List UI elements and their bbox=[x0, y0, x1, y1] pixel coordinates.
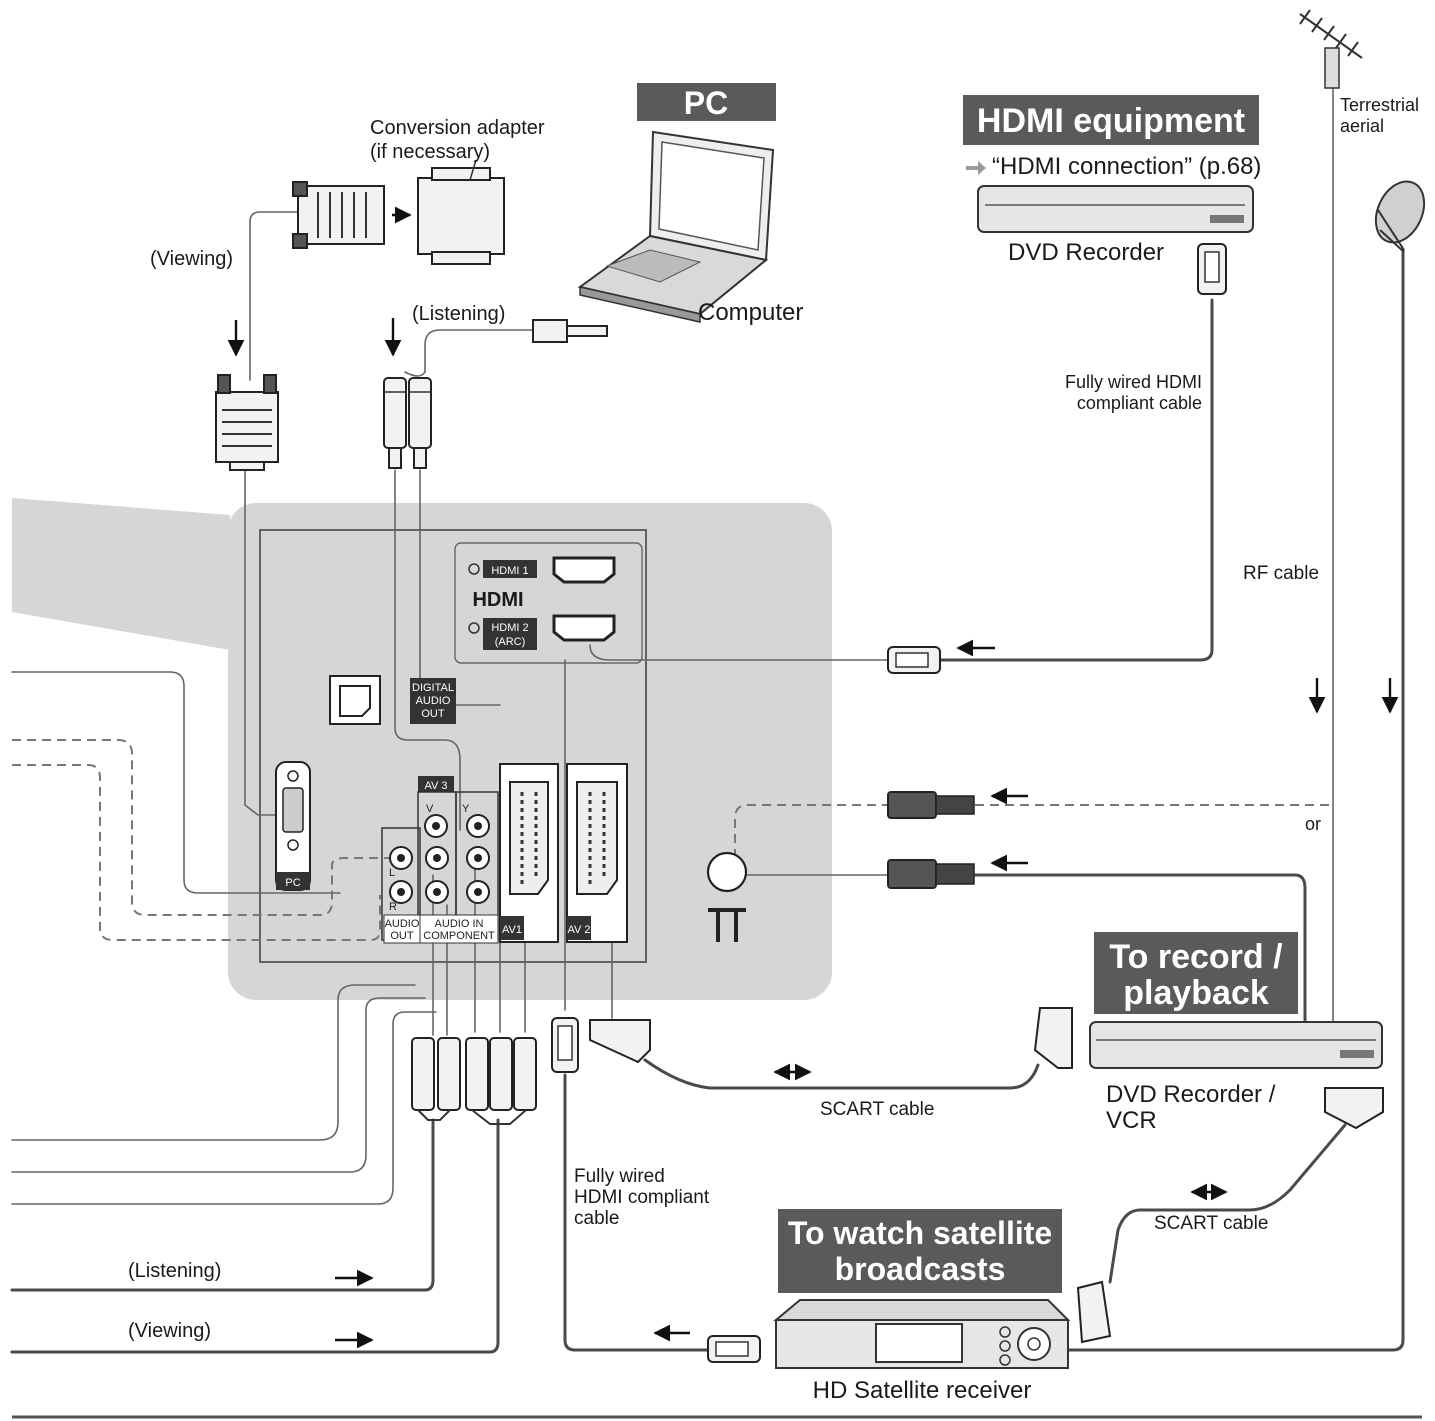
hdmi-bottom-label-2: HDMI compliant bbox=[574, 1187, 710, 1208]
dvd-vcr-label-1: DVD Recorder / bbox=[1106, 1081, 1276, 1108]
pc-port-label: PC bbox=[285, 877, 300, 889]
cables bbox=[10, 59, 1405, 1354]
laptop-icon bbox=[577, 130, 775, 323]
hdmi-plug-bottom-icon bbox=[551, 1017, 579, 1073]
conversion-adapter-icon bbox=[417, 159, 505, 265]
out-r-label: R bbox=[389, 901, 397, 913]
hdmi-bottom-label-1: Fully wired bbox=[574, 1166, 665, 1187]
vga-plug-bottom-icon bbox=[215, 374, 279, 471]
pc-header-text: PC bbox=[684, 85, 728, 121]
viewing-label-bottom: (Viewing) bbox=[128, 1320, 211, 1342]
rca-jacks[interactable] bbox=[389, 814, 490, 904]
dvd-vcr-icon bbox=[1089, 1021, 1383, 1069]
digital-audio-out-port[interactable]: DIGITAL AUDIO OUT bbox=[329, 675, 456, 725]
terrestrial-aerial-icon bbox=[1299, 9, 1363, 89]
av3-label: AV 3 bbox=[424, 780, 447, 792]
satellite-header-line2: broadcasts bbox=[835, 1251, 1006, 1287]
audio-in-label-2: COMPONENT bbox=[423, 930, 495, 942]
listening-label-top: (Listening) bbox=[412, 303, 505, 325]
dvd-recorder-top-icon bbox=[977, 185, 1254, 233]
satellite-header: To watch satellite broadcasts bbox=[778, 1209, 1062, 1293]
hdmi-reference: “HDMI connection” (p.68) bbox=[992, 153, 1261, 180]
hdmi-equipment-header: HDMI equipment bbox=[963, 95, 1259, 145]
hdmi2-label-2: (ARC) bbox=[495, 636, 526, 648]
terrestrial-label-2: aerial bbox=[1340, 116, 1384, 136]
av2-label: AV 2 bbox=[567, 924, 590, 936]
av1-scart-port[interactable]: AV1 bbox=[499, 763, 559, 943]
audio-in-label-1: AUDIO IN bbox=[435, 918, 484, 930]
scart-plug-sat-top-icon bbox=[1324, 1087, 1384, 1130]
rca-plugs-top-icon bbox=[383, 377, 432, 469]
viewing-label-top: (Viewing) bbox=[150, 248, 233, 270]
or-label: or bbox=[1305, 814, 1321, 834]
rca-plugs-bottom-icon bbox=[411, 1037, 537, 1125]
record-playback-header: To record / playback bbox=[1094, 932, 1298, 1014]
hd-satellite-receiver-icon bbox=[773, 1299, 1071, 1369]
av1-label: AV1 bbox=[502, 924, 522, 936]
tv-back-panel bbox=[12, 498, 832, 1000]
dvd-recorder-label: DVD Recorder bbox=[1008, 239, 1164, 266]
hdmi-equipment-header-text: HDMI equipment bbox=[977, 102, 1245, 140]
digital-label-3: OUT bbox=[421, 708, 445, 720]
audio-out-label-2: OUT bbox=[390, 930, 414, 942]
hdmi2-port[interactable]: HDMI 2 (ARC) bbox=[468, 614, 616, 650]
digital-label-1: DIGITAL bbox=[412, 682, 454, 694]
reference-arrow-icon bbox=[966, 161, 986, 175]
text-labels: Conversion adapter (if necessary) (Viewi… bbox=[128, 95, 1419, 1404]
scart-plug-sat-bottom-icon bbox=[1076, 1280, 1112, 1344]
audio-out-label-1: AUDIO bbox=[385, 918, 420, 930]
hdmi-plug-top-icon bbox=[1197, 243, 1227, 295]
terrestrial-label-1: Terrestrial bbox=[1340, 95, 1419, 115]
fully-wired-label-1: Fully wired HDMI bbox=[1065, 372, 1202, 392]
record-header-line1: To record / bbox=[1109, 938, 1283, 976]
aerial-socket-icon bbox=[706, 851, 748, 942]
pc-header: PC bbox=[637, 83, 776, 121]
hdmi-plug-side-icon bbox=[887, 646, 941, 674]
rf-cable-label: RF cable bbox=[1243, 563, 1319, 584]
rf-plug-solid-icon bbox=[887, 859, 975, 889]
digital-label-2: AUDIO bbox=[416, 695, 451, 707]
out-l-label: L bbox=[389, 867, 395, 879]
pc-vga-port[interactable]: PC bbox=[275, 761, 311, 891]
av3-v-label: V bbox=[426, 803, 434, 815]
hdmi-plug-receiver-icon bbox=[707, 1335, 761, 1363]
av2-scart-port[interactable]: AV 2 bbox=[566, 763, 628, 943]
hdmi-bottom-label-3: cable bbox=[574, 1208, 619, 1229]
record-header-line2: playback bbox=[1123, 974, 1269, 1012]
fully-wired-label-2: compliant cable bbox=[1077, 393, 1202, 413]
hdmi1-port[interactable]: HDMI 1 bbox=[468, 556, 616, 584]
scart-plug-recorder-icon bbox=[1033, 1007, 1073, 1069]
rf-plug-dashed-icon bbox=[887, 791, 975, 819]
hdmi1-label: HDMI 1 bbox=[491, 565, 528, 577]
vga-plug-top-icon bbox=[292, 181, 385, 249]
conversion-label-2: (if necessary) bbox=[370, 141, 490, 163]
scart-cable-label-1: SCART cable bbox=[820, 1099, 934, 1120]
mini-jack-icon bbox=[532, 319, 608, 343]
hdmi-logo: HDMI bbox=[472, 589, 523, 611]
comp-y-label: Y bbox=[462, 803, 470, 815]
satellite-dish-icon bbox=[1374, 180, 1426, 253]
av-rca-block: AV 3 V L R Y AUDIO OUT AUDIO IN COMPONEN… bbox=[381, 776, 499, 944]
hd-satellite-label: HD Satellite receiver bbox=[813, 1377, 1032, 1404]
conversion-label-1: Conversion adapter bbox=[370, 117, 545, 139]
listening-label-bottom: (Listening) bbox=[128, 1260, 221, 1282]
scart-cable-label-2: SCART cable bbox=[1154, 1213, 1268, 1234]
satellite-header-line1: To watch satellite bbox=[788, 1215, 1052, 1251]
computer-label: Computer bbox=[698, 299, 803, 326]
dvd-vcr-label-2: VCR bbox=[1106, 1107, 1157, 1134]
scart-plug-av2-icon bbox=[589, 1019, 651, 1064]
hdmi2-label-1: HDMI 2 bbox=[491, 622, 528, 634]
